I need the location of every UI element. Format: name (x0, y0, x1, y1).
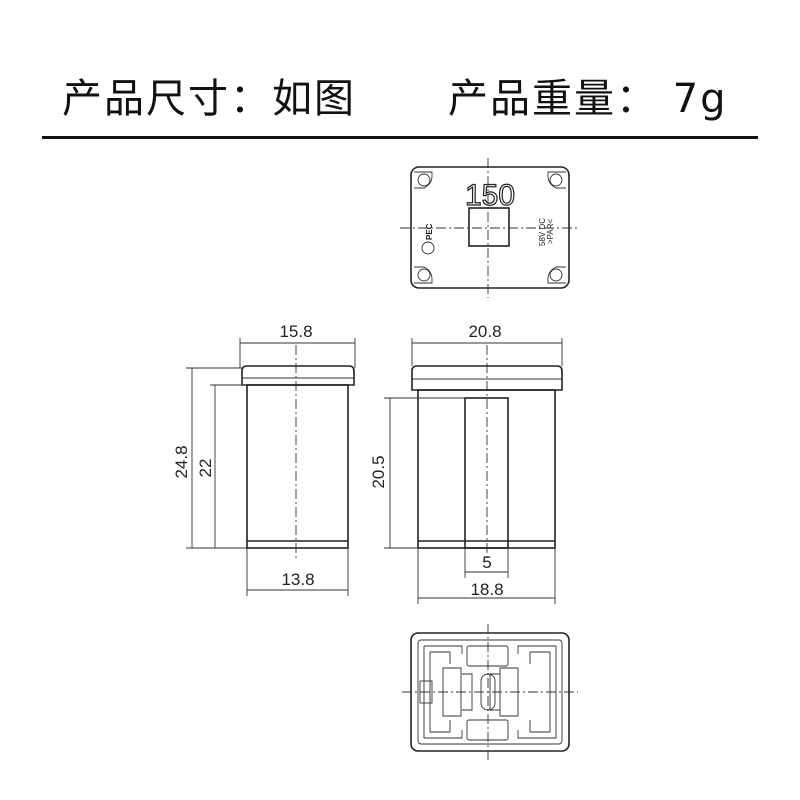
product-weight-label: 产品重量： 7g (448, 76, 728, 122)
dim-front-body-width: 18.8 (470, 580, 503, 599)
bottom-view (402, 624, 578, 760)
dim-front-slot-width: 5 (482, 553, 491, 572)
voltage-text: 58V DC (538, 218, 547, 246)
header-divider (42, 136, 758, 139)
rating-text: 150 (465, 179, 515, 212)
dim-side-cap-width: 15.8 (279, 322, 312, 341)
dim-front-cap-width: 20.8 (468, 322, 501, 341)
brand-text: PEC (425, 223, 434, 240)
brand-logo-icon (421, 241, 435, 255)
dim-side-body-height: 22 (196, 459, 215, 478)
front-view: 20.8 20.5 5 18.8 (369, 322, 563, 604)
material-text: >PAR< (546, 218, 555, 244)
side-view: 15.8 24.8 22 13.8 (172, 322, 356, 596)
product-size-label: 产品尺寸：如图 (62, 76, 356, 122)
top-view: 150 PEC 58V DC >PAR< (400, 158, 580, 298)
dim-front-body-height: 20.5 (369, 455, 388, 488)
dim-side-total-height: 24.8 (172, 445, 191, 478)
dim-side-body-width: 13.8 (281, 570, 314, 589)
